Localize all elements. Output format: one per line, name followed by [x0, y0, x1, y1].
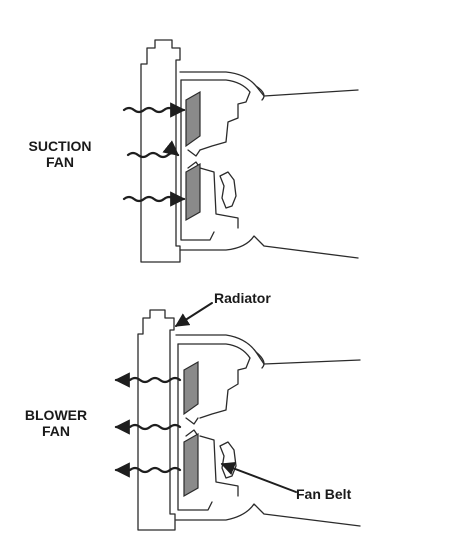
blower-radiator — [137, 309, 176, 531]
radiator-leader-line — [174, 302, 213, 327]
blower-blade-lower — [183, 432, 199, 498]
blower-fan-label-line1: BLOWER — [24, 407, 88, 423]
blower-fan-assembly — [114, 309, 361, 531]
suction-radiator — [140, 39, 181, 263]
blower-fan-label-line2: FAN — [42, 423, 70, 439]
blower-blade-upper — [183, 360, 199, 416]
airflow-arrow — [114, 419, 182, 435]
suction-fan-label-line2: FAN — [46, 154, 74, 170]
suction-blade-upper — [185, 90, 201, 148]
fan-belt-label: Fan Belt — [296, 486, 352, 502]
suction-fan-label-line1: SUCTION — [28, 138, 92, 154]
airflow-arrow — [122, 102, 186, 118]
airflow-arrow — [126, 140, 180, 159]
suction-shroud — [179, 71, 359, 97]
blower-fan-label: BLOWER FAN — [22, 407, 90, 439]
fan-belt-leader-line — [220, 461, 297, 493]
radiator-label: Radiator — [214, 290, 271, 306]
airflow-arrow — [122, 191, 186, 207]
airflow-arrow — [114, 462, 182, 478]
suction-fan-label: SUCTION FAN — [26, 138, 94, 170]
blower-shroud — [175, 334, 361, 365]
suction-pulley — [219, 171, 237, 209]
blower-pulley — [219, 441, 237, 479]
suction-blade-lower — [185, 162, 201, 222]
airflow-arrow — [114, 372, 182, 388]
suction-fan-assembly — [122, 39, 359, 263]
